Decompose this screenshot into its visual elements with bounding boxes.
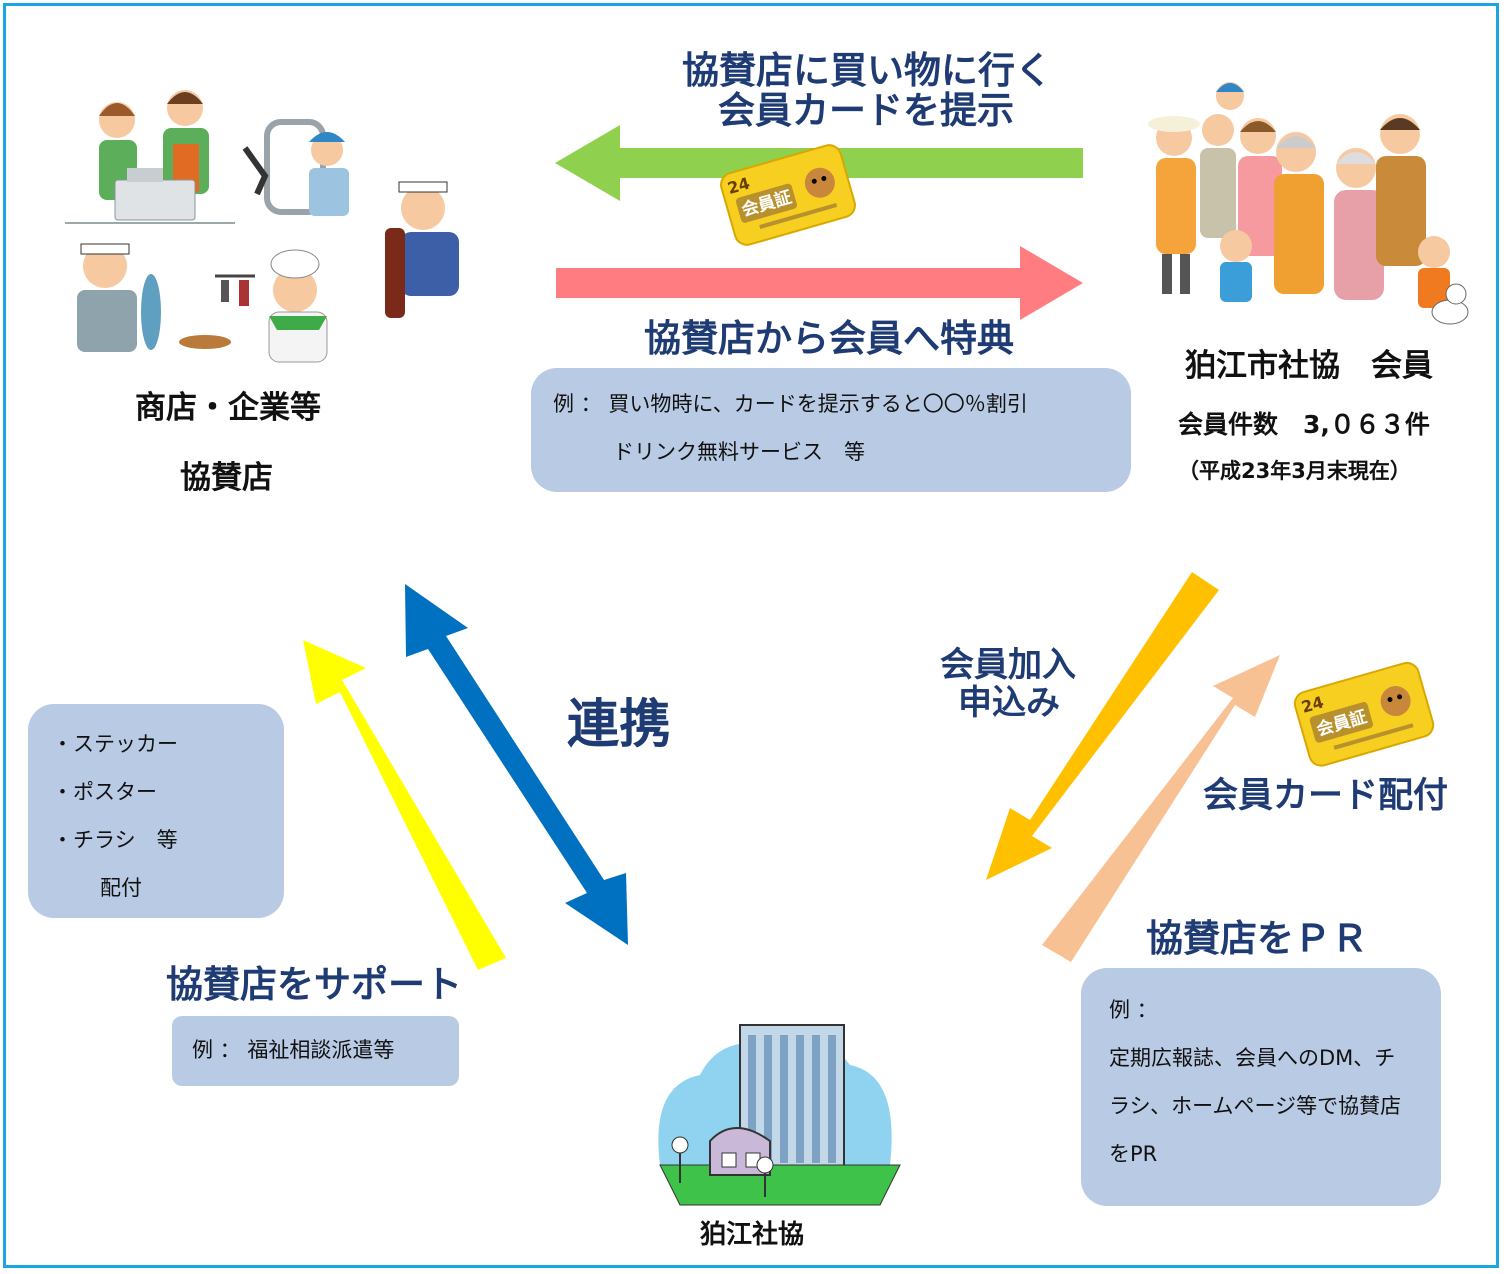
shops-illustration (65, 90, 459, 363)
pink-arrow-to-members (556, 246, 1083, 320)
peach-arrow-card-distribution (1042, 655, 1280, 962)
support-box: 例 ： 福祉相談派遣等 (172, 1016, 459, 1086)
left-box-item1: ・ステッカー (52, 732, 178, 756)
pr-box-line2: 定期広報誌、会員へのDM、チ (1109, 1046, 1396, 1070)
join-label-line1: 会員加入 (940, 645, 1076, 685)
pr-box-line1: 例 ： (1109, 998, 1158, 1022)
join-label-line2: 申込み (958, 683, 1060, 723)
benefit-box-line1: 例 ： 買い物時に、カードを提示すると〇〇％割引 (553, 392, 1028, 416)
building-illustration (658, 1024, 901, 1206)
pr-box: 例 ： 定期広報誌、会員へのDM、チ ラシ、ホームページ等で協賛店 をPR (1081, 968, 1441, 1206)
benefit-box-line2: ドリンク無料サービス 等 (613, 440, 865, 464)
center-label-cooperation: 連携 (567, 695, 672, 755)
support-box-text: 例 ： 福祉相談派遣等 (192, 1038, 395, 1062)
yellow-arrow-support (303, 640, 506, 970)
shops-subtitle: 協賛店 (180, 460, 273, 496)
member-card-image-right: 会員証 24 (1293, 661, 1435, 767)
card-distribution-label: 会員カード配付 (1203, 776, 1449, 816)
top-arrow-label-line1: 協賛店に買い物に行く (682, 49, 1052, 92)
top-arrow-label-line2: 会員カードを提示 (718, 89, 1014, 132)
pr-label: 協賛店をＰＲ (1146, 917, 1368, 960)
pr-box-line3: ラシ、ホームページ等で協賛店 (1109, 1094, 1402, 1118)
support-label: 協賛店をサポート (166, 963, 462, 1006)
shops-title: 商店・企業等 (135, 390, 321, 426)
building-label: 狛江社協 (700, 1220, 805, 1250)
members-title: 狛江市社協 会員 (1185, 348, 1433, 384)
member-card-image-top: 会員証 24 (720, 144, 856, 246)
left-box-item4: 配付 (100, 876, 142, 900)
benefit-box: 例 ： 買い物時に、カードを提示すると〇〇％割引 ドリンク無料サービス 等 (531, 368, 1131, 492)
members-count: 会員件数 3,０６３件 (1178, 410, 1430, 439)
members-as-of: （平成23年3月末現在） (1178, 459, 1411, 483)
left-box-item2: ・ポスター (52, 780, 157, 804)
blue-double-arrow-cooperation (405, 584, 628, 945)
pr-box-line4: をPR (1109, 1142, 1158, 1166)
orange-arrow-membership-application (986, 572, 1219, 880)
diagram-frame (3, 3, 1499, 1268)
members-illustration (1148, 82, 1469, 325)
left-distribution-box: ・ステッカー ・ポスター ・チラシ 等 配付 (28, 704, 284, 918)
benefit-label: 協賛店から会員へ特典 (644, 317, 1014, 360)
left-box-item3: ・チラシ 等 (52, 828, 178, 852)
